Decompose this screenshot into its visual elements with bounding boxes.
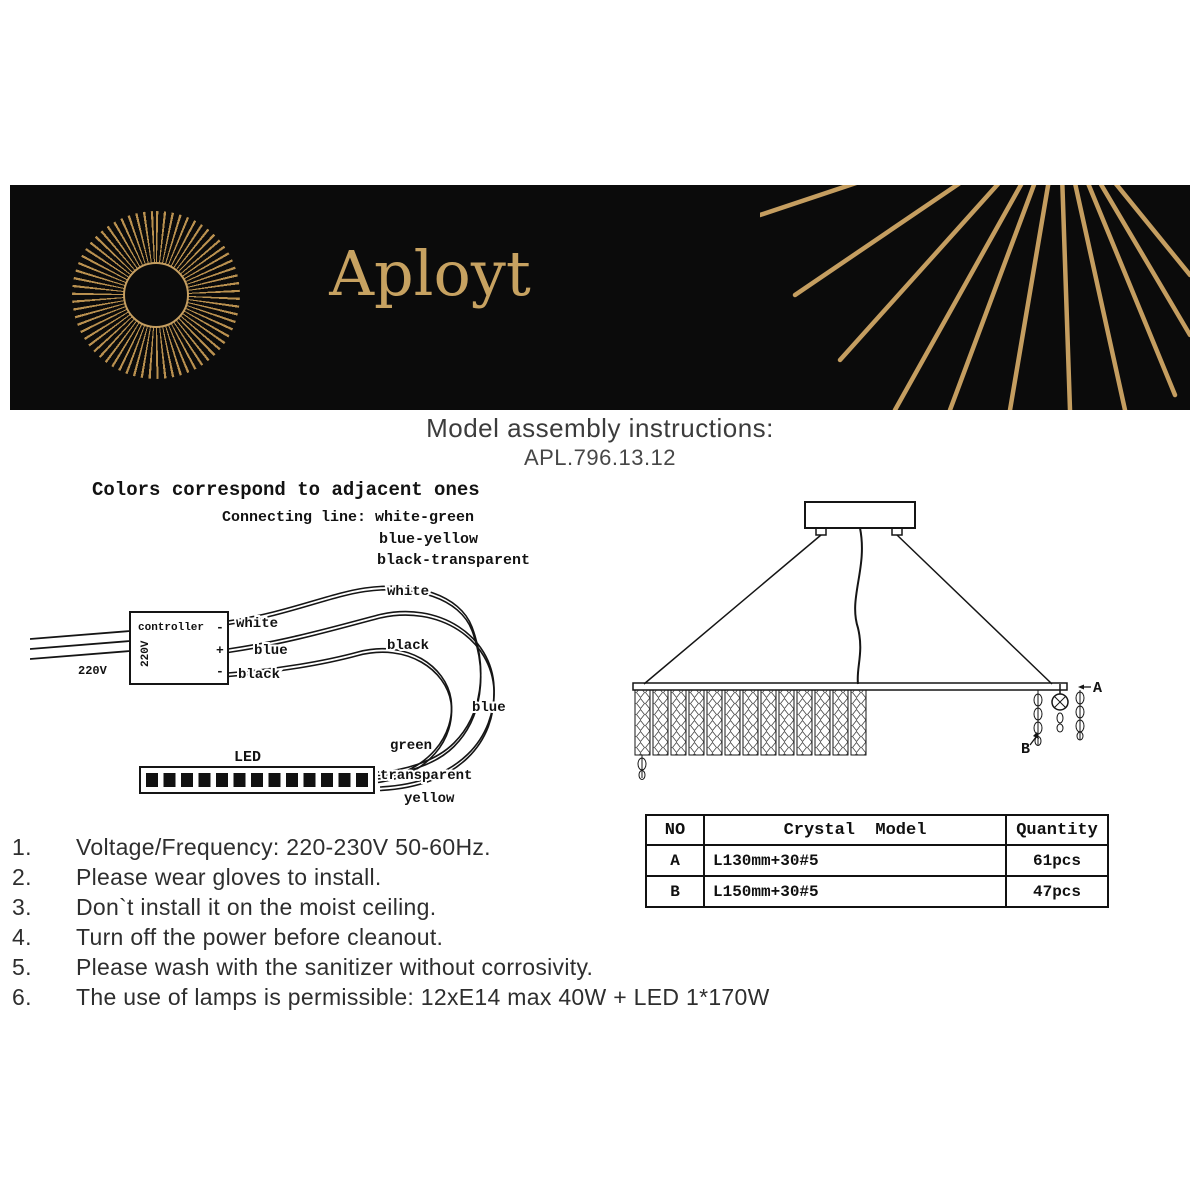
led-label: LED	[234, 749, 261, 766]
label-green-curve: green	[390, 738, 432, 754]
brand-name: Aployt	[329, 237, 531, 310]
instruction-text: Voltage/Frequency: 220-230V 50-60Hz.	[76, 834, 491, 860]
wire-route-black-transparent	[227, 647, 453, 784]
voltage-rotated: 220V	[140, 640, 152, 667]
terminal-minus-bottom: -	[216, 664, 224, 679]
wiring-labels: controller - + - 220V 220V white blue bl…	[76, 582, 508, 809]
voltage-input: 220V	[78, 664, 108, 678]
instruction-text: Turn off the power before cleanout.	[76, 924, 444, 950]
col-header-model: Crystal Model	[703, 814, 1007, 846]
led-strip	[139, 766, 375, 794]
label-b: B	[1021, 741, 1030, 758]
table-row: A L130mm+30#5 61pcs	[645, 844, 1109, 877]
pair-black-transparent: black-transparent	[377, 552, 531, 569]
page-title: Model assembly instructions:	[426, 413, 774, 443]
instruction-item: 2. Please wear gloves to install.	[12, 862, 1172, 892]
table-header-row: NO Crystal Model Quantity	[645, 814, 1109, 846]
instructions-list: 1. Voltage/Frequency: 220-230V 50-60Hz. …	[12, 832, 1172, 1012]
cell-model: L150mm+30#5	[703, 875, 1007, 908]
cell-model: L130mm+30#5	[703, 844, 1007, 877]
model-number: APL.796.13.12	[523, 445, 677, 470]
wire-route-blue-yellow	[227, 610, 495, 792]
instruction-item: 6. The use of lamps is permissible: 12xE…	[12, 982, 1172, 1012]
label-a: A	[1093, 680, 1102, 697]
cell-quantity: 47pcs	[1005, 875, 1109, 908]
connecting-line: Connecting line: white-green	[222, 509, 474, 526]
chandelier-drawing: A B	[632, 501, 1102, 780]
terminal-plus: +	[216, 643, 224, 658]
connecting-label: Connecting line:	[222, 509, 376, 526]
chandelier-lines	[632, 501, 1091, 780]
instruction-number: 5.	[12, 954, 32, 980]
col-header-quantity: Quantity	[1005, 814, 1109, 846]
instruction-item: 5. Please wash with the sanitizer withou…	[12, 952, 1172, 982]
label-blue-curve: blue	[472, 700, 506, 716]
wiring-lines	[30, 585, 495, 794]
instruction-text: Don`t install it on the moist ceiling.	[76, 894, 437, 920]
wire-route-white-green	[227, 585, 482, 777]
sunburst-logo-icon	[72, 211, 240, 379]
crystal-table: NO Crystal Model Quantity A L130mm+30#5 …	[645, 814, 1109, 908]
instruction-item: 4. Turn off the power before cleanout.	[12, 922, 1172, 952]
chandelier-labels: A B	[1021, 680, 1102, 758]
cell-quantity: 61pcs	[1005, 844, 1109, 877]
controller-label: controller	[138, 622, 204, 634]
lamp-icon	[1051, 684, 1069, 711]
header-banner: Aployt	[10, 185, 1190, 410]
table-row: B L150mm+30#5 47pcs	[645, 875, 1109, 908]
instruction-text: The use of lamps is permissible: 12xE14 …	[76, 984, 770, 1010]
instruction-number: 2.	[12, 864, 32, 890]
instruction-number: 4.	[12, 924, 32, 950]
cell-no: B	[645, 875, 705, 908]
colors-heading: Colors correspond to adjacent ones	[92, 479, 480, 501]
label-black-curve: black	[387, 638, 429, 654]
terminal-minus-top: -	[216, 620, 224, 635]
label-black-out: black	[238, 667, 280, 683]
crystal-block	[634, 689, 867, 756]
label-transparent-curve: transparent	[380, 768, 472, 784]
instruction-number: 6.	[12, 984, 32, 1010]
instruction-number: 3.	[12, 894, 32, 920]
instruction-number: 1.	[12, 834, 32, 860]
cell-no: A	[645, 844, 705, 877]
instruction-item: 3. Don`t install it on the moist ceiling…	[12, 892, 1172, 922]
instruction-item: 1. Voltage/Frequency: 220-230V 50-60Hz.	[12, 832, 1172, 862]
label-white-curve: white	[387, 584, 429, 600]
sunburst-logo-center	[123, 262, 189, 328]
pair-white-green: white-green	[375, 509, 475, 526]
crystal-strand-a	[1075, 690, 1085, 741]
col-header-no: NO	[645, 814, 705, 846]
instruction-text: Please wear gloves to install.	[76, 864, 382, 890]
instruction-text: Please wash with the sanitizer without c…	[76, 954, 594, 980]
pair-blue-yellow: blue-yellow	[379, 531, 479, 548]
decorative-rays-icon	[760, 185, 1190, 410]
label-yellow-curve: yellow	[404, 791, 455, 807]
label-white-out: white	[236, 616, 278, 632]
label-blue-out: blue	[254, 643, 288, 659]
wiring-diagram: controller - + - 220V 220V white blue bl…	[30, 582, 508, 809]
